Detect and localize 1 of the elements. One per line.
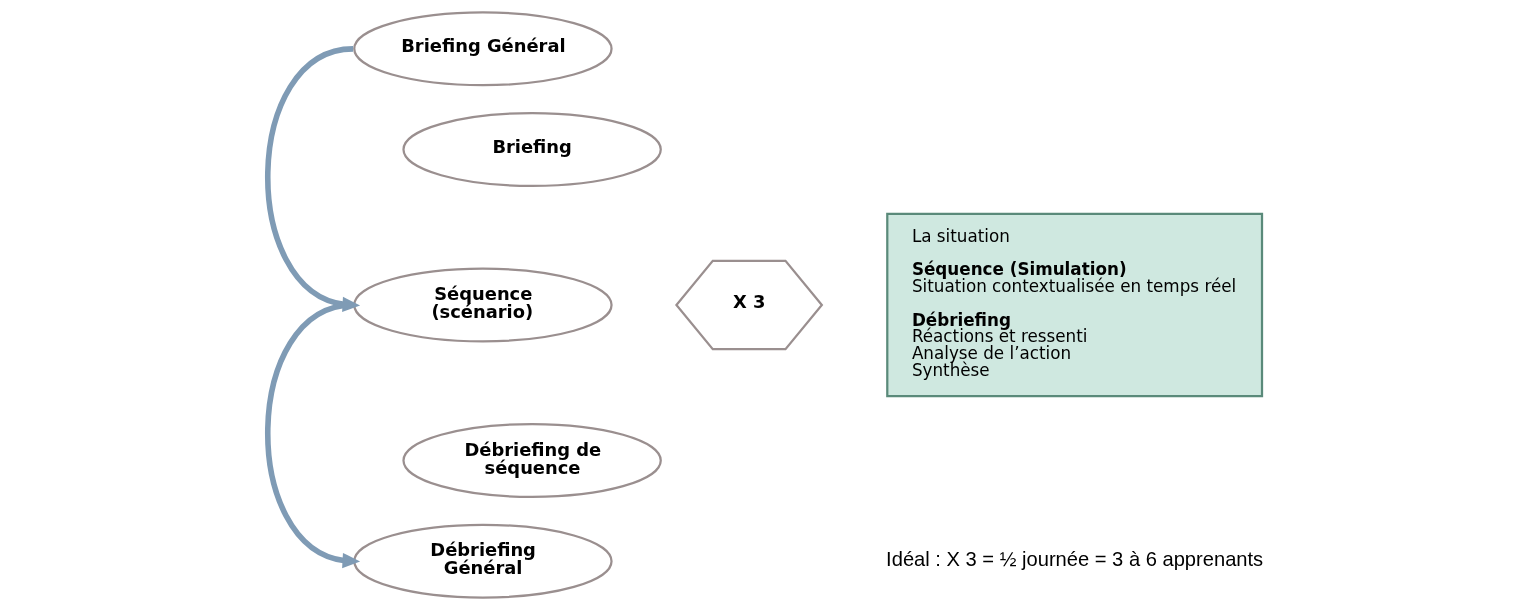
label: Idéal : X 3 = ½ journée = 3 à 6 apprenants — [886, 548, 1264, 571]
